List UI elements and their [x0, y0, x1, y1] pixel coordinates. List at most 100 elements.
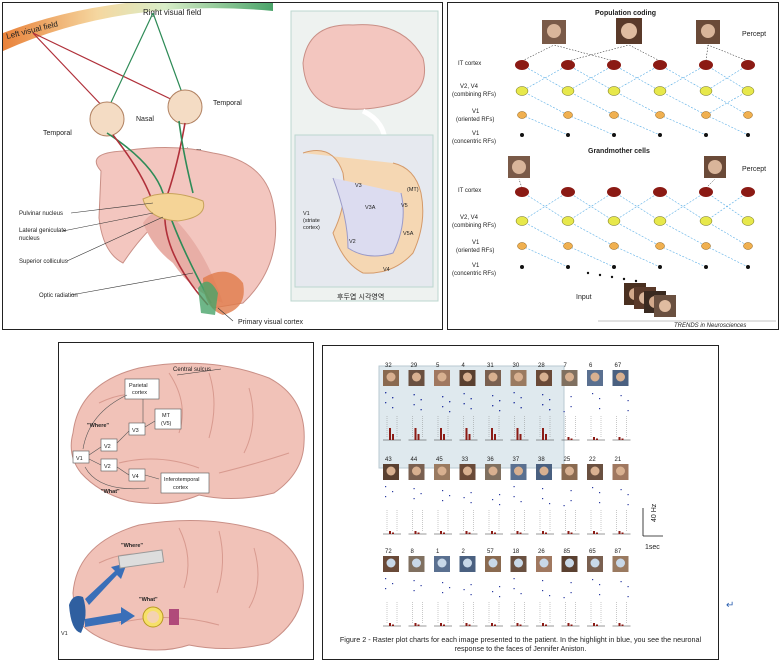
raster-dots	[620, 395, 629, 412]
raster-dots	[385, 578, 394, 590]
leader-lines	[62, 202, 234, 322]
v3-box	[128, 422, 146, 436]
stimulus-image-detail	[463, 466, 472, 476]
raster-dots	[385, 486, 394, 498]
v1c-bottom-sub-label: (concentric RFs)	[452, 271, 496, 277]
bottom-brain	[72, 520, 304, 651]
v1o-bottom-label: V1	[472, 240, 480, 246]
stimulus-image-detail	[437, 372, 447, 382]
raster-label: 72	[385, 549, 392, 555]
histogram-bar	[621, 624, 624, 626]
histogram-bar	[570, 532, 573, 534]
lateral-geniculate-nucleus-label: nucleus	[19, 236, 40, 242]
raster-dots	[563, 582, 572, 599]
histogram-bar	[593, 437, 595, 440]
stream-arrows	[82, 394, 160, 490]
v1c-nodes-top	[520, 133, 750, 137]
raster-label: 31	[487, 363, 494, 369]
raster-dots	[542, 394, 551, 411]
raster-label: 29	[411, 363, 418, 369]
histogram-bar	[516, 428, 519, 440]
stimulus-image-detail	[590, 558, 600, 568]
raster-dots	[463, 492, 472, 504]
stimulus-image-detail	[616, 558, 625, 568]
histogram-bar	[465, 428, 468, 440]
v2v4-bottom-sub-label: (combining RFs)	[452, 223, 496, 229]
raster-label: 7	[564, 363, 568, 369]
raster-dots	[513, 578, 522, 595]
raster-label: 22	[589, 457, 596, 463]
stimulus-image-detail	[488, 466, 498, 476]
raster-label: 36	[487, 457, 494, 463]
raster-dots	[563, 396, 572, 413]
v1-bottom-label: V1	[61, 631, 68, 637]
v1o-bottom-sub-label: (oriented RFs)	[456, 248, 494, 254]
inferotemporal-label-1: Inferotemporal	[164, 477, 199, 483]
histogram-bar	[519, 624, 522, 626]
v2-nodes-bottom	[515, 216, 755, 226]
network-bottom	[521, 191, 749, 268]
left-eye	[89, 101, 125, 137]
where-top-label: "Where"	[87, 423, 109, 429]
raster-dots	[442, 396, 451, 413]
raster-dots	[413, 580, 422, 592]
raster-label: 18	[513, 549, 520, 555]
figure-caption: Figure 2 - Raster plot charts for each i…	[339, 635, 702, 653]
stimulus-image-detail	[514, 558, 523, 568]
parietal-label-1: Parietal	[129, 383, 148, 389]
histogram-bar	[596, 624, 598, 626]
stimulus-image-detail	[565, 372, 574, 382]
raster-dots	[513, 486, 522, 503]
raster-label: 1	[436, 549, 440, 555]
histogram-bar	[545, 532, 547, 534]
percept-top-label: Percept	[742, 31, 766, 38]
stimulus-image-detail	[514, 372, 523, 382]
v2v4-bottom-label: V2, V4	[460, 215, 479, 221]
raster-label: 8	[411, 549, 415, 555]
raster-label: 37	[513, 457, 520, 463]
stimulus-image-detail	[590, 466, 600, 476]
stimulus-image-detail	[565, 466, 574, 476]
visual-pathway-diagram: Left visual field Right visual field Nas…	[3, 3, 439, 326]
v1-label: V1	[303, 211, 310, 217]
stimulus-image-detail	[616, 372, 625, 382]
histogram-bar	[417, 434, 420, 440]
coding-panel: Population coding Percept IT cortex V2, …	[447, 2, 779, 330]
raster-dots	[542, 580, 551, 597]
stimulus-image-detail	[616, 466, 625, 476]
histogram-bar	[621, 532, 624, 534]
raster-label: 26	[538, 549, 545, 555]
scale-hz-label: 40 Hz	[651, 503, 658, 522]
histogram-bar	[618, 623, 621, 626]
v1o-nodes-top	[517, 111, 753, 119]
histogram-bar	[567, 623, 570, 626]
histogram-bar	[414, 623, 417, 626]
right-visual-field-label: Right visual field	[143, 8, 201, 17]
raster-dots	[492, 586, 501, 598]
raster-label: 67	[615, 363, 622, 369]
v5-label: V5	[401, 203, 408, 209]
v3-label: V3	[355, 183, 362, 189]
v3-box-label: V3	[132, 428, 139, 434]
visual-field-arc	[3, 3, 273, 51]
histogram-bar	[542, 428, 544, 440]
raster-dots	[542, 488, 551, 505]
raster-label: 44	[411, 457, 418, 463]
v2v4-top-sub-label: (combining RFs)	[452, 92, 496, 98]
journal-label: TRENDS in Neurosciences	[674, 323, 746, 329]
return-arrow-icon: ↵	[726, 600, 735, 611]
superior-colliculus-label: Superior colliculus	[19, 259, 68, 265]
what-bottom-label: "What"	[139, 597, 158, 603]
histogram-bar	[542, 623, 544, 626]
v1c-top-sub-label: (concentric RFs)	[452, 139, 496, 145]
histogram-bar	[465, 531, 468, 534]
v1-sub1-label: (striate	[303, 218, 320, 224]
it-nodes-bottom	[515, 187, 755, 197]
temporal-right-label: Temporal	[213, 100, 242, 107]
raster-label: 6	[589, 363, 593, 369]
v2-label: V2	[349, 239, 356, 245]
it-cortex-top-label: IT cortex	[458, 61, 481, 67]
v2-nodes-top	[515, 86, 755, 96]
stimulus-image-detail	[539, 372, 549, 382]
